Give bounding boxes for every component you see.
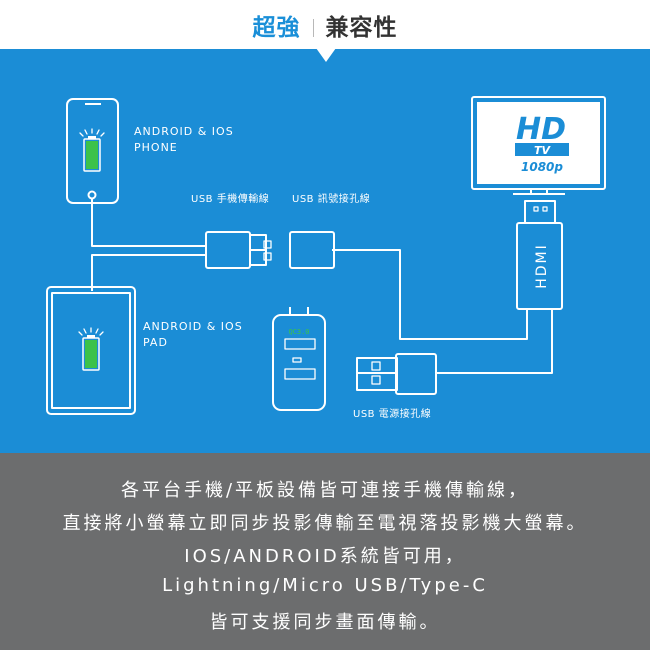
signal-cable xyxy=(332,249,528,340)
description-line-4: Lightning/Micro USB/Type-C xyxy=(162,575,488,596)
pad-label-line2: PAD xyxy=(143,336,168,349)
phone-icon xyxy=(66,98,119,204)
charger-icon xyxy=(272,307,326,411)
diagram-graphics: HD TV 1080p HDMI QC3.0 xyxy=(46,96,606,415)
title-separator xyxy=(312,19,314,37)
charger-display-text: QC3.0 xyxy=(288,328,309,336)
description-line-2: 直接將小螢幕立即同步投影傳輸至電視落投影機大螢幕。 xyxy=(62,513,588,534)
tv-resolution-text: 1080p xyxy=(521,160,563,174)
header-pointer xyxy=(316,48,336,62)
pad-label-line1: ANDROID & IOS xyxy=(143,320,243,333)
title-highlight: 超強 xyxy=(252,15,301,41)
hdmi-dongle-icon xyxy=(516,200,563,310)
description-line-1: 各平台手機/平板設備皆可連接手機傳輸線， xyxy=(120,480,530,501)
tv-hd-text: HD xyxy=(516,112,566,147)
description-line-5: 皆可支援同步畫面傳輸。 xyxy=(209,612,441,633)
tablet-icon xyxy=(46,286,136,415)
page-title: 超強兼容性 xyxy=(0,8,650,42)
phone-label-line1: ANDROID & IOS xyxy=(134,125,234,138)
usb-signal-port-label: USB 訊號接孔線 xyxy=(292,194,371,205)
usb-phone-cable-label: USB 手機傳輸線 xyxy=(191,194,270,205)
pad-battery-icon xyxy=(82,335,100,371)
description-line-3: IOS/ANDROID系統皆可用， xyxy=(184,546,466,567)
description-panel: 各平台手機/平板設備皆可連接手機傳輸線， 直接將小螢幕立即同步投影傳輸至電視落投… xyxy=(0,453,650,650)
pad-signal-rays xyxy=(78,327,104,336)
tv-icon xyxy=(471,96,606,195)
power-cable xyxy=(435,309,553,374)
connection-diagram: HD TV 1080p HDMI QC3.0 ANDROID & IOS PHO… xyxy=(0,49,650,453)
usb-power-port-label: USB 電源接孔線 xyxy=(353,409,432,420)
usb-plug-icon xyxy=(205,231,272,269)
phone-battery-icon xyxy=(83,136,101,172)
tv-tv-text: TV xyxy=(534,144,552,157)
phone-label-line2: PHONE xyxy=(134,141,178,154)
usb-port-icon xyxy=(289,231,335,269)
pad-cable xyxy=(91,254,206,291)
header-bar: 超強兼容性 xyxy=(0,0,650,49)
hdmi-text: HDMI xyxy=(534,243,550,289)
phone-cable xyxy=(91,199,206,247)
power-usb-plug-icon xyxy=(356,353,437,395)
phone-signal-rays xyxy=(79,128,105,137)
title-main: 兼容性 xyxy=(325,15,398,41)
